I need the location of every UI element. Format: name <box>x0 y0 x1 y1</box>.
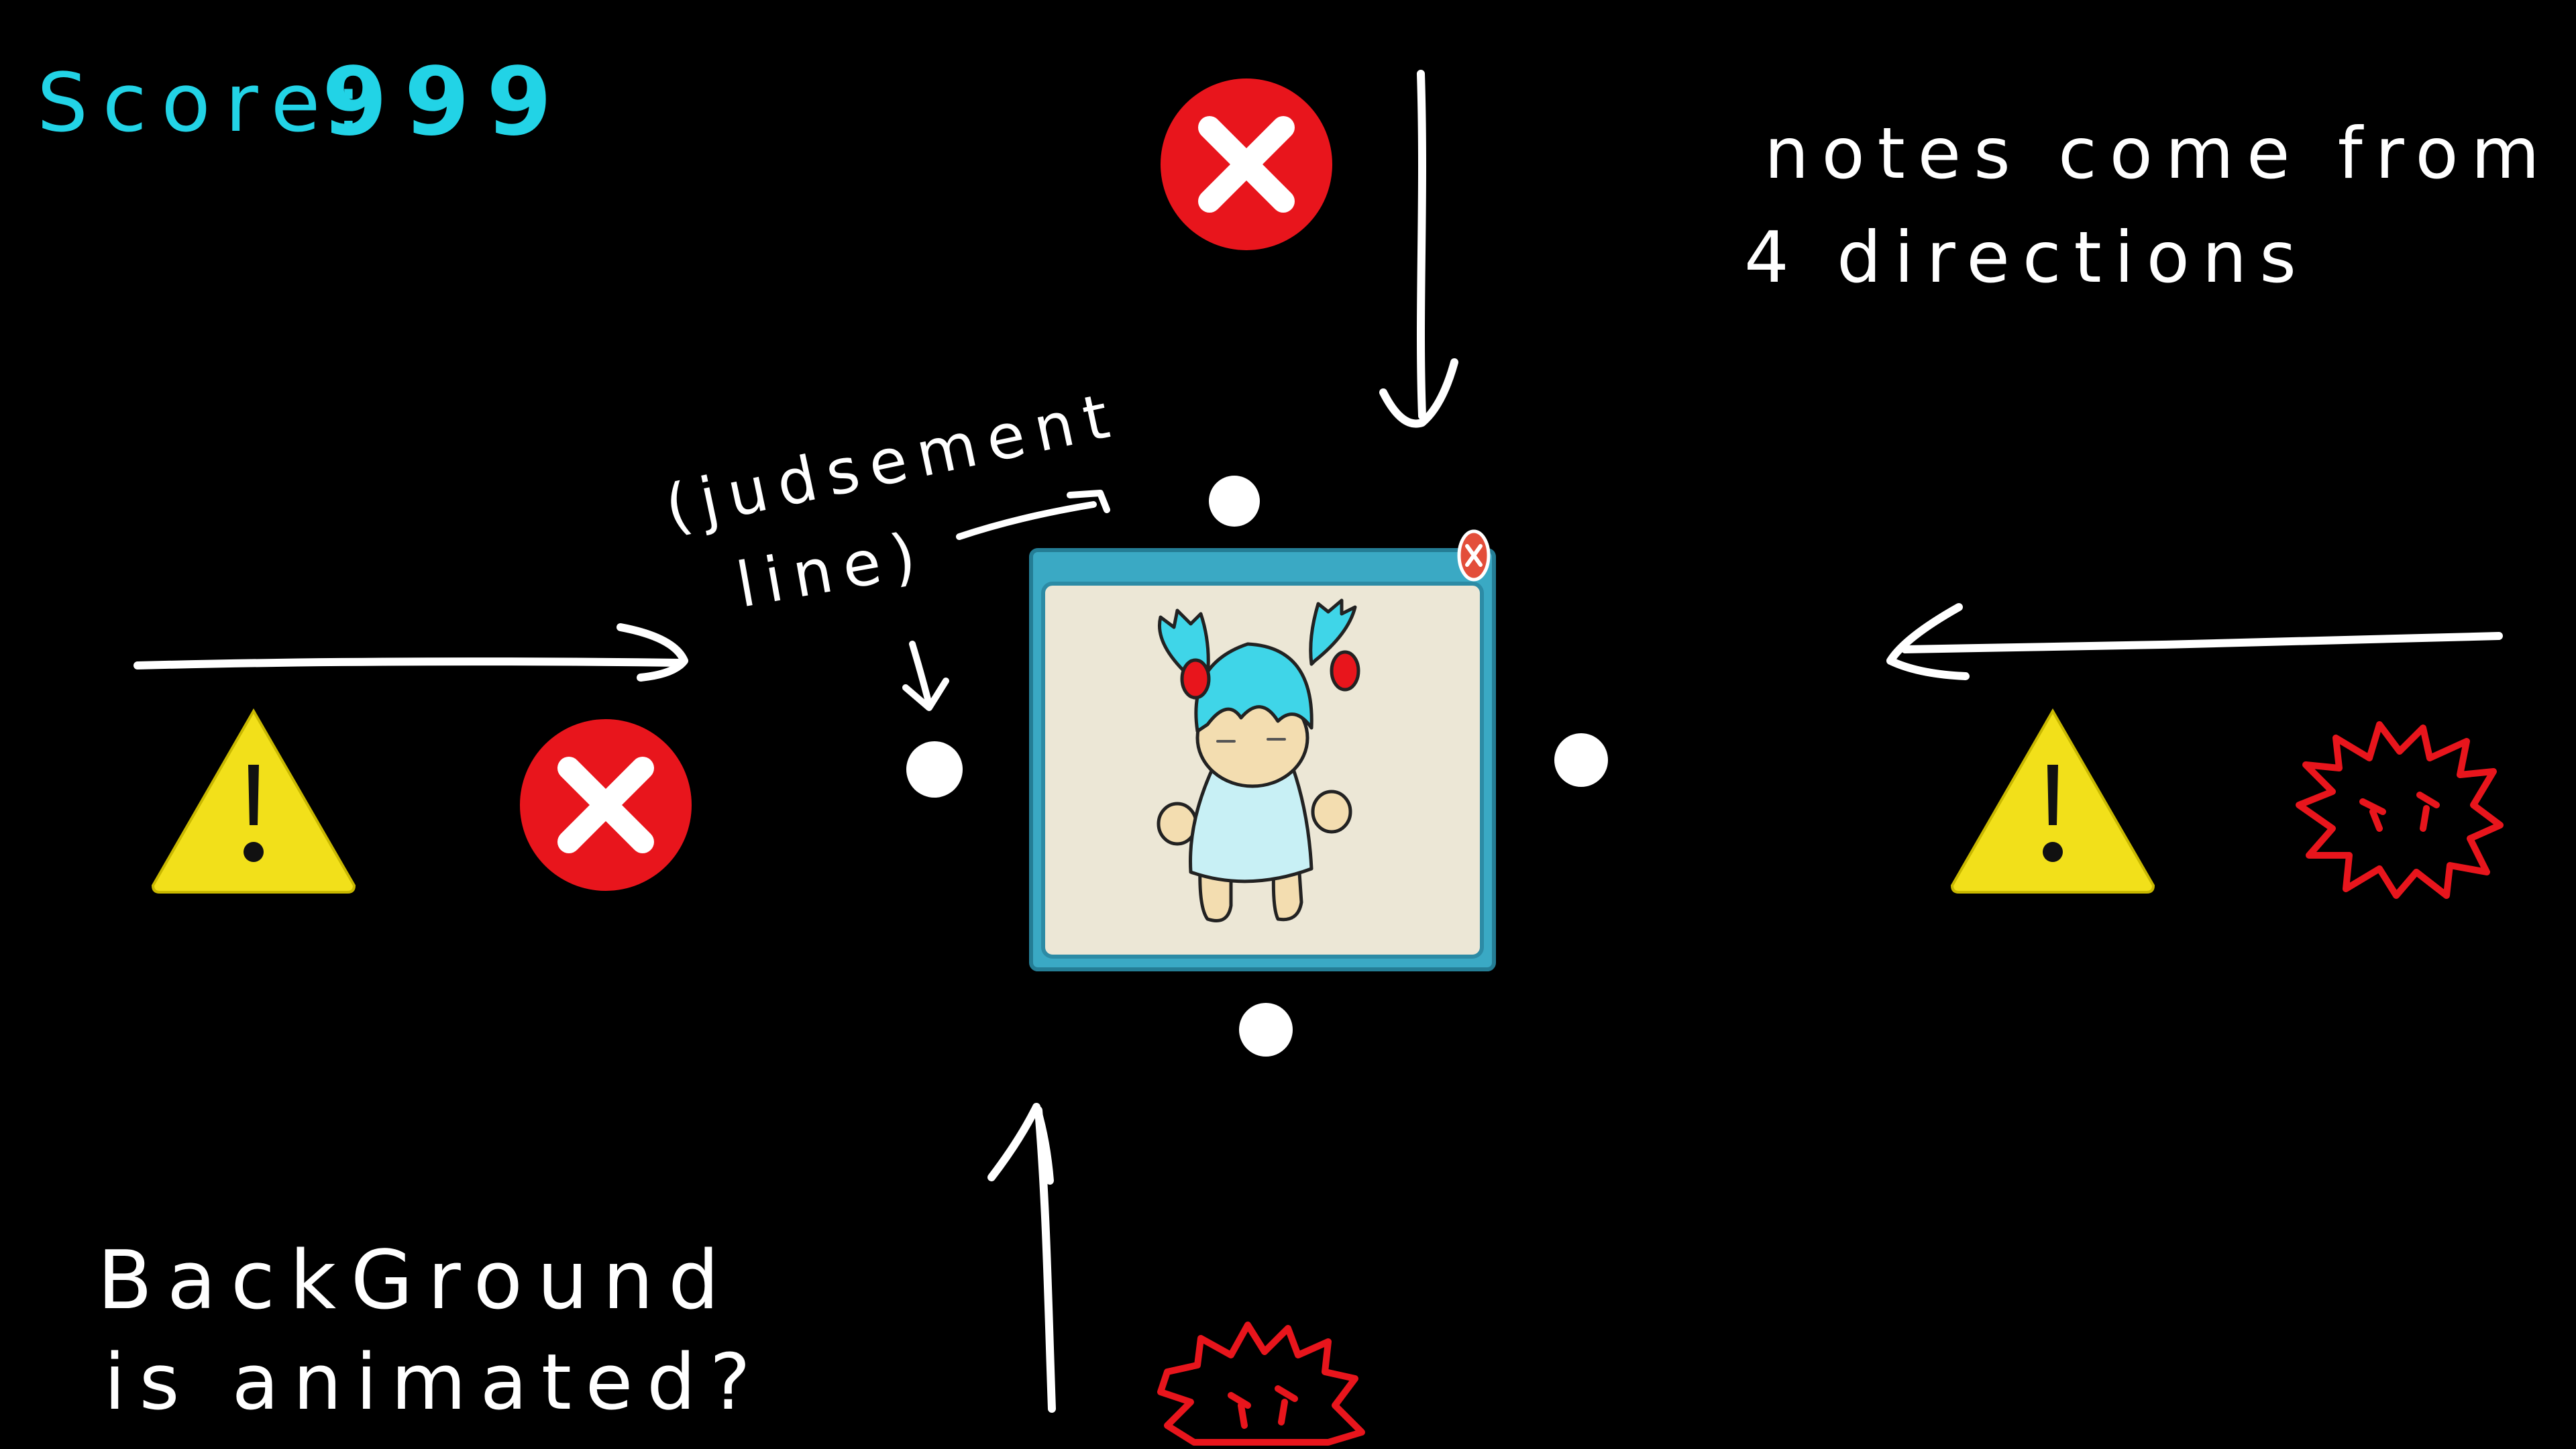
right-lane-arrow <box>1886 603 2503 680</box>
judgement-dot-bottom <box>1239 1003 1293 1057</box>
score-label: Score: <box>37 57 376 150</box>
warning-icon <box>151 708 356 894</box>
directions-note: notes come from 4 directions <box>1744 113 2553 299</box>
background-note-line2: is animated? <box>104 1338 765 1428</box>
x-mark-icon <box>520 719 692 891</box>
angry-burst-icon <box>1157 1322 1365 1446</box>
directions-note-line1: notes come from <box>1764 113 2553 195</box>
judgement-dots <box>906 476 1608 1057</box>
player-character <box>1157 598 1360 922</box>
score-display: Score: 999 <box>37 48 569 157</box>
x-mark-icon <box>1161 78 1332 250</box>
character-window <box>1029 529 1496 971</box>
background-note-line1: BackGround <box>97 1234 734 1328</box>
top-lane-arrow <box>1379 70 1458 428</box>
left-lane-arrow <box>133 623 688 682</box>
background-note: BackGround is animated? <box>97 1234 765 1428</box>
score-value: 999 <box>322 48 569 157</box>
warning-icon <box>1950 708 2155 894</box>
judgement-dot-top <box>1209 476 1260 527</box>
angry-burst-icon <box>2296 721 2504 899</box>
judgement-dot-left <box>906 741 963 798</box>
bottom-lane-arrow <box>987 1103 1056 1413</box>
judgement-dot-right <box>1554 733 1608 787</box>
judgement-pointer-arrows <box>902 490 1110 711</box>
close-icon[interactable] <box>1457 529 1491 582</box>
directions-note-line2: 4 directions <box>1744 217 2309 299</box>
